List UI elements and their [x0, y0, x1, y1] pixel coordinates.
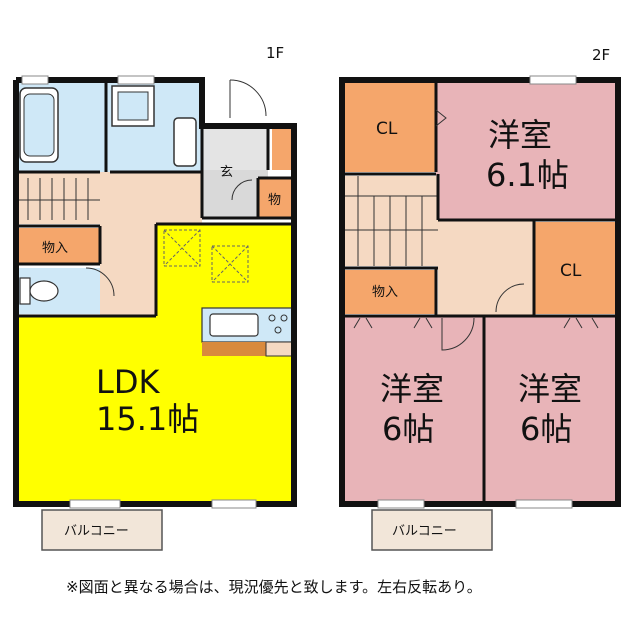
windows-2f — [377, 75, 577, 509]
ldk-room — [16, 224, 294, 504]
footnote: ※図面と異なる場合は、現況優先と致します。左右反転あり。 — [66, 578, 482, 596]
kitchen-sink — [209, 313, 259, 337]
storage-2f-label: 物入 — [372, 285, 398, 300]
kitchen-cabinet — [202, 342, 266, 356]
door-arcs-1f — [85, 79, 267, 297]
balcony-2f — [371, 509, 493, 551]
entrance-step — [202, 126, 268, 170]
ceiling-hatch — [163, 229, 249, 283]
door-arcs-2f — [353, 109, 599, 351]
balcony-1f — [41, 509, 163, 551]
western-a-name: 洋室 — [488, 116, 552, 154]
bathtub-inner — [23, 93, 55, 157]
western-room-c — [484, 316, 618, 504]
western-c-size: 6帖 — [520, 410, 572, 448]
toilet-tank — [19, 277, 31, 305]
hall-2f — [438, 220, 534, 316]
floor-1f: LDK 15.1帖 玄 物 物入 バルコニー — [13, 75, 297, 551]
balcony-2f-label: バルコニー — [392, 524, 457, 539]
stove-burner-3 — [274, 326, 282, 334]
windows-1f — [21, 75, 257, 509]
storage-2f — [342, 270, 436, 314]
western-room-b — [342, 316, 484, 504]
closet-b — [534, 222, 618, 314]
stove-burner-1 — [268, 314, 276, 322]
stove-burner-2 — [280, 314, 288, 322]
western-room-a — [436, 80, 618, 220]
floor-label-1f: 1F — [266, 44, 285, 62]
balcony-1f-label: バルコニー — [64, 524, 129, 539]
toilet-bowl — [29, 280, 59, 302]
washing-machine-inner — [117, 91, 149, 121]
hall-1f-lower — [100, 224, 156, 316]
sink-1f — [173, 117, 197, 167]
ldk-name: LDK — [96, 363, 160, 401]
storage-small-label: 物 — [268, 193, 281, 208]
closet-a-label: CL — [376, 119, 398, 139]
fridge-space — [265, 341, 293, 357]
ldk-size: 15.1帖 — [96, 400, 199, 438]
closet-a — [342, 80, 436, 172]
entrance-label: 玄 — [220, 165, 233, 180]
walls-2f — [339, 77, 621, 507]
western-b-size: 6帖 — [382, 410, 434, 448]
closet-b-label: CL — [560, 261, 582, 281]
storage-1f-label: 物入 — [42, 241, 68, 256]
western-a-size: 6.1帖 — [486, 156, 569, 194]
western-b-name: 洋室 — [380, 370, 444, 408]
storage-1f — [16, 228, 100, 264]
stairs-1f — [16, 176, 100, 222]
inner-walls-2f — [342, 80, 618, 504]
shoe-storage-top — [272, 126, 294, 170]
walls-1f — [13, 77, 297, 507]
western-c-name: 洋室 — [518, 370, 582, 408]
storage-small — [258, 178, 294, 218]
floor-label-2f: 2F — [592, 46, 611, 64]
stairs-2f-lines — [342, 176, 438, 266]
stairs-1f-lines — [16, 178, 100, 220]
floor-2f: CL 洋室 6.1帖 CL 物入 洋室 6帖 洋室 6帖 バルコニー — [339, 75, 621, 551]
inner-walls-1f — [16, 80, 294, 318]
